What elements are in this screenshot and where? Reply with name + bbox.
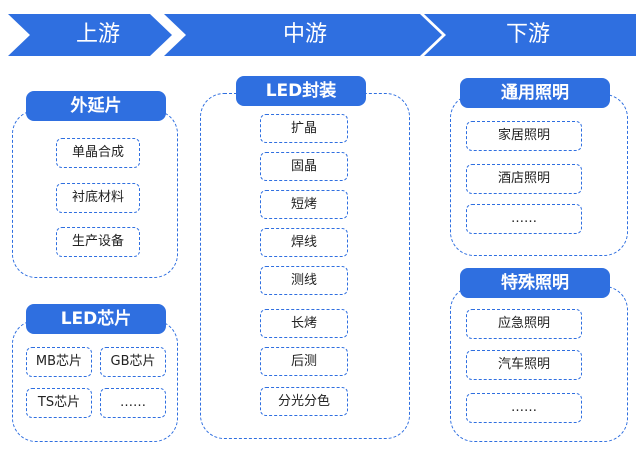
stage-arrow-upstream: [8, 14, 172, 56]
epitaxy-item-3: 生产设备: [56, 227, 140, 257]
packaging-item-2: 固晶: [260, 152, 348, 181]
special-lighting-item-1: 应急照明: [466, 309, 582, 339]
epitaxy-item-1: 单晶合成: [56, 138, 140, 168]
stage-arrow-midstream: [164, 14, 442, 56]
packaging-item-5: 测线: [260, 266, 348, 295]
packaging-item-1: 扩晶: [260, 114, 348, 143]
stage-label-midstream: 中游: [282, 22, 327, 47]
packaging-heading: LED封装: [236, 76, 366, 106]
epitaxy-item-2: 衬底材料: [56, 183, 140, 213]
epitaxy-heading: 外延片: [26, 91, 166, 121]
chip-item-1: MB芯片: [26, 347, 92, 377]
chip-item-2: GB芯片: [100, 347, 166, 377]
packaging-item-4: 焊线: [260, 228, 348, 257]
general-lighting-item-3: ……: [466, 204, 582, 234]
chip-item-4: ……: [100, 388, 166, 418]
chip-heading: LED芯片: [26, 304, 166, 334]
chip-item-3: TS芯片: [26, 388, 92, 418]
general-lighting-heading: 通用照明: [460, 78, 610, 108]
packaging-item-7: 后测: [260, 347, 348, 376]
general-lighting-item-1: 家居照明: [466, 121, 582, 151]
chip-group: [12, 320, 178, 442]
stage-label-downstream: 下游: [505, 22, 550, 47]
special-lighting-item-3: ……: [466, 393, 582, 423]
stage-label-upstream: 上游: [75, 22, 120, 47]
packaging-item-8: 分光分色: [260, 387, 348, 416]
special-lighting-heading: 特殊照明: [460, 268, 610, 298]
special-lighting-item-2: 汽车照明: [466, 350, 582, 380]
packaging-item-3: 短烤: [260, 190, 348, 219]
stage-banner: [8, 14, 636, 56]
stage-arrow-downstream: [424, 14, 636, 56]
general-lighting-item-2: 酒店照明: [466, 164, 582, 194]
packaging-item-6: 长烤: [260, 309, 348, 338]
